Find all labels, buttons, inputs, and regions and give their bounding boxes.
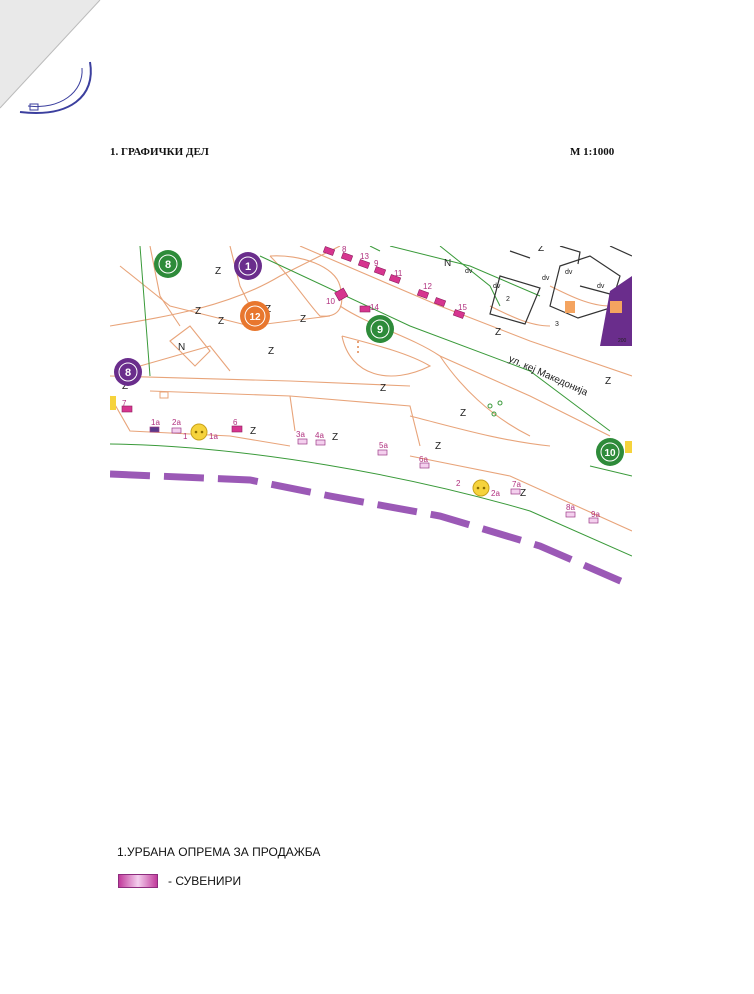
svg-text:2: 2 xyxy=(506,296,510,303)
svg-text:14: 14 xyxy=(370,303,379,312)
svg-text:8: 8 xyxy=(165,259,171,271)
green-boundaries xyxy=(110,246,632,557)
svg-text:Z: Z xyxy=(520,488,526,499)
svg-text:6: 6 xyxy=(233,418,238,427)
site-map: ул. кеј Македонија xyxy=(110,246,632,590)
svg-text:1a: 1a xyxy=(209,432,218,441)
svg-text:10: 10 xyxy=(326,297,335,306)
svg-text:Z: Z xyxy=(380,383,386,394)
souvenir-swatch-icon xyxy=(118,874,158,888)
svg-text:8: 8 xyxy=(125,367,131,379)
svg-text:12: 12 xyxy=(423,282,432,291)
svg-text:12: 12 xyxy=(249,312,261,323)
small-parcel xyxy=(159,391,169,399)
svg-text:200: 200 xyxy=(618,338,627,344)
svg-text:3a: 3a xyxy=(296,430,305,439)
promenade-dashed-line xyxy=(110,470,632,590)
svg-text:Z: Z xyxy=(495,327,501,338)
legend-item-label: - СУВЕНИРИ xyxy=(168,874,242,888)
yellow-patch xyxy=(110,396,116,410)
marker-9-green[interactable]: 9 xyxy=(366,315,394,343)
svg-text:Z: Z xyxy=(250,426,256,437)
bench-marks xyxy=(357,341,359,353)
orange-parcel xyxy=(610,301,622,313)
svg-text:N: N xyxy=(444,258,451,269)
street-label: ул. кеј Македонија xyxy=(507,354,590,399)
svg-text:dv: dv xyxy=(493,283,501,290)
section-title: 1. ГРАФИЧКИ ДЕЛ xyxy=(110,146,209,158)
marker-10-green[interactable]: 10 xyxy=(596,438,624,466)
svg-text:dv: dv xyxy=(597,283,605,290)
kiosks-small xyxy=(149,426,599,524)
svg-text:dv: dv xyxy=(465,268,473,275)
marker-8-purple[interactable]: 8 xyxy=(114,358,142,386)
stamp-corner xyxy=(0,0,101,114)
svg-text:Z: Z xyxy=(538,246,544,254)
svg-text:Z: Z xyxy=(195,306,201,317)
legend-item-souvenirs: - СУВЕНИРИ xyxy=(118,874,241,888)
svg-text:Z: Z xyxy=(122,381,128,392)
svg-text:2a: 2a xyxy=(172,418,181,427)
svg-text:2: 2 xyxy=(456,479,461,488)
yellow-patch xyxy=(625,441,632,453)
svg-text:7a: 7a xyxy=(512,480,521,489)
z-marks: ZZ ZZ ZZ ZN ZZ ZZ ZZ ZZ NZ Z xyxy=(122,246,611,499)
map-scale: М 1:1000 xyxy=(570,146,615,158)
svg-text:13: 13 xyxy=(360,252,369,261)
svg-text:9: 9 xyxy=(374,259,379,268)
svg-text:Z: Z xyxy=(332,432,338,443)
orange-parcel xyxy=(565,301,575,313)
marker-12-orange[interactable]: 12 xyxy=(240,301,270,331)
svg-text:N: N xyxy=(178,342,185,353)
svg-text:1: 1 xyxy=(245,261,251,273)
svg-text:2a: 2a xyxy=(491,489,500,498)
svg-text:Z: Z xyxy=(605,376,611,387)
svg-text:3: 3 xyxy=(555,321,559,328)
svg-text:1a: 1a xyxy=(151,418,160,427)
svg-text:15: 15 xyxy=(458,303,467,312)
fountain-icons xyxy=(190,423,490,497)
svg-text:dv: dv xyxy=(542,275,550,282)
svg-text:9: 9 xyxy=(377,324,383,336)
svg-text:Z: Z xyxy=(435,441,441,452)
svg-text:Z: Z xyxy=(215,266,221,277)
svg-text:Z: Z xyxy=(460,408,466,419)
marker-1-purple[interactable]: 1 xyxy=(234,252,262,280)
kiosk-labels: 7 8 13 9 11 10 14 12 15 1a 2a 1 1a 6 3a … xyxy=(122,246,600,519)
svg-text:Z: Z xyxy=(218,316,224,327)
building-labels: dv dv dv dv dv 2 3 200 xyxy=(465,268,627,344)
svg-text:11: 11 xyxy=(394,269,403,278)
svg-text:10: 10 xyxy=(604,448,616,459)
marker-8-green[interactable]: 8 xyxy=(154,250,182,278)
kiosks xyxy=(121,246,466,433)
svg-text:Z: Z xyxy=(300,314,306,325)
legend-title: 1.УРБАНА ОПРЕМА ЗА ПРОДАЖБА xyxy=(117,845,321,859)
svg-text:5a: 5a xyxy=(379,441,388,450)
svg-text:8: 8 xyxy=(342,246,347,254)
svg-text:9a: 9a xyxy=(591,510,600,519)
svg-text:6a: 6a xyxy=(419,455,428,464)
svg-text:8a: 8a xyxy=(566,503,575,512)
svg-text:4a: 4a xyxy=(315,431,324,440)
svg-text:Z: Z xyxy=(268,346,274,357)
svg-text:7: 7 xyxy=(122,399,127,408)
svg-text:1: 1 xyxy=(183,432,188,441)
tree-marks xyxy=(487,400,503,417)
svg-text:dv: dv xyxy=(565,269,573,276)
